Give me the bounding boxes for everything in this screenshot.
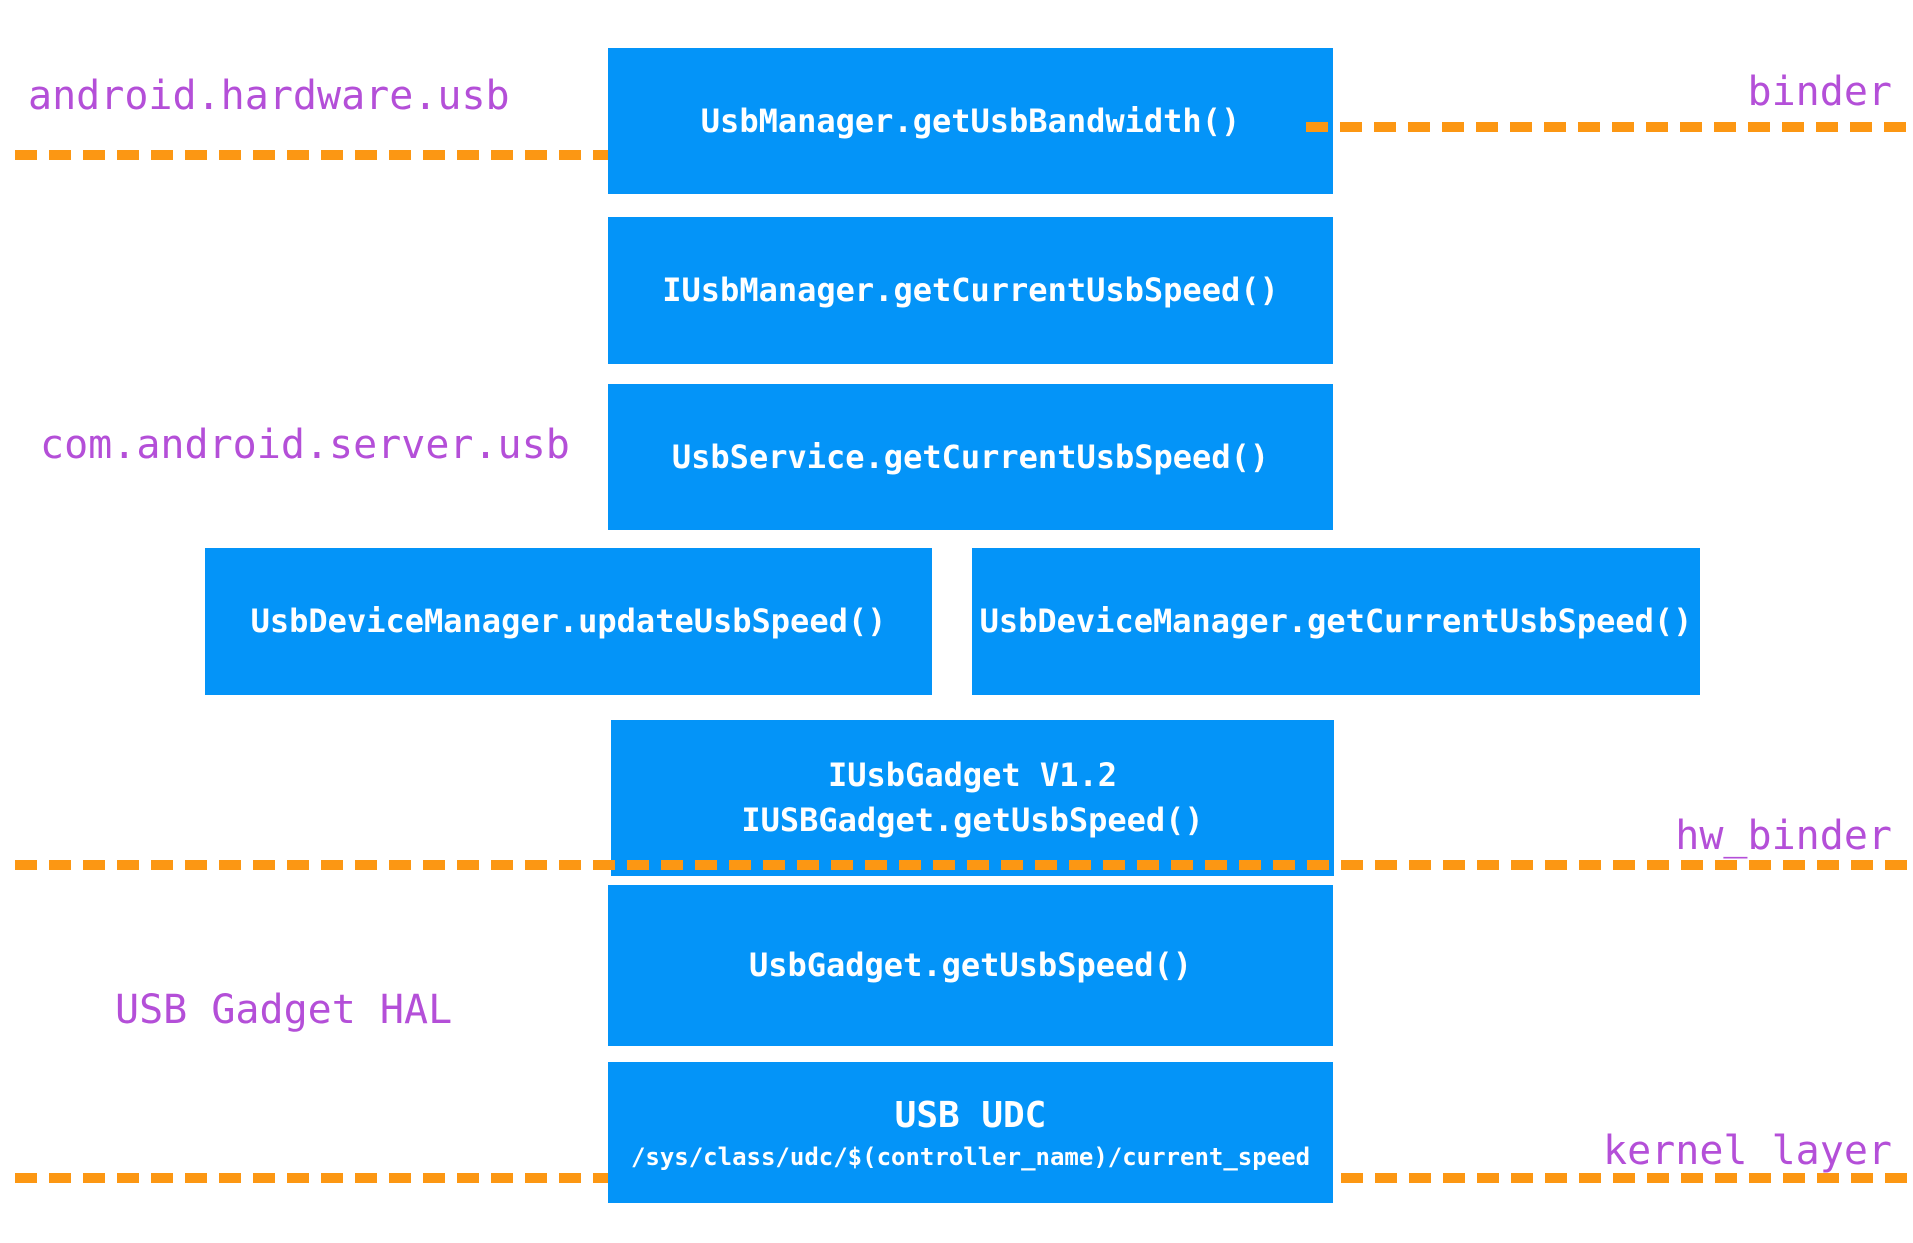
box-usb-device-manager-update-text: UsbDeviceManager.updateUsbSpeed() bbox=[250, 602, 887, 641]
binder-boundary-line-right bbox=[1306, 122, 1906, 132]
box-usb-manager-text: UsbManager.getUsbBandwidth() bbox=[700, 101, 1241, 140]
box-usb-device-manager-update: UsbDeviceManager.updateUsbSpeed() bbox=[205, 548, 932, 695]
box-usb-device-manager-get-text: UsbDeviceManager.getCurrentUsbSpeed() bbox=[979, 602, 1693, 641]
box-usb-gadget: UsbGadget.getUsbSpeed() bbox=[608, 885, 1333, 1046]
box-usb-udc: USB UDC /sys/class/udc/$(controller_name… bbox=[608, 1062, 1333, 1203]
label-com-android-server-usb: com.android.server.usb bbox=[40, 422, 570, 468]
box-usb-service-text: UsbService.getCurrentUsbSpeed() bbox=[671, 437, 1270, 476]
label-android-hardware-usb: android.hardware.usb bbox=[28, 73, 510, 119]
box-usb-gadget-text: UsbGadget.getUsbSpeed() bbox=[748, 946, 1193, 985]
box-usb-udc-path-text: /sys/class/udc/$(controller_name)/curren… bbox=[630, 1142, 1311, 1171]
binder-boundary-line-left bbox=[15, 150, 608, 160]
label-usb-gadget-hal: USB Gadget HAL bbox=[115, 987, 453, 1033]
label-hw-binder: hw_binder bbox=[1675, 813, 1892, 859]
box-iusb-gadget-version-text: IUsbGadget V1.2 bbox=[828, 756, 1117, 795]
hw-binder-boundary-line bbox=[15, 860, 1907, 870]
box-iusb-manager: IUsbManager.getCurrentUsbSpeed() bbox=[608, 217, 1333, 364]
box-iusb-manager-text: IUsbManager.getCurrentUsbSpeed() bbox=[662, 271, 1279, 310]
box-usb-manager: UsbManager.getUsbBandwidth() bbox=[608, 48, 1333, 194]
box-iusb-gadget-method-text: IUSBGadget.getUsbSpeed() bbox=[741, 801, 1204, 839]
box-usb-udc-title-text: USB UDC bbox=[894, 1094, 1047, 1136]
label-kernel-layer: kernel layer bbox=[1603, 1128, 1892, 1174]
box-usb-device-manager-get: UsbDeviceManager.getCurrentUsbSpeed() bbox=[972, 548, 1700, 695]
box-usb-service: UsbService.getCurrentUsbSpeed() bbox=[608, 384, 1333, 530]
label-binder: binder bbox=[1747, 69, 1893, 115]
box-iusb-gadget: IUsbGadget V1.2 IUSBGadget.getUsbSpeed() bbox=[611, 720, 1334, 876]
